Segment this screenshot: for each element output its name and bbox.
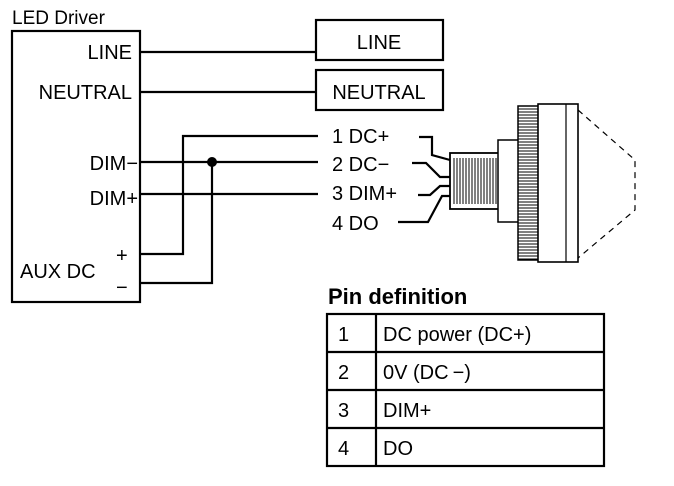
wire-dim-minus-to-aux-minus	[140, 162, 214, 285]
pin1-label: 1 DC+	[332, 126, 389, 148]
pin-table-num: 2	[338, 362, 349, 384]
wire-junction-dot	[207, 157, 217, 167]
line-supply-box	[314, 18, 445, 62]
neutral-supply-box	[314, 68, 445, 112]
driver-box	[10, 29, 142, 304]
terminal-dim-minus-label: DIM−	[90, 153, 138, 175]
neutral-supply-label: NEUTRAL	[332, 82, 425, 104]
pin-table-def: 0V (DC −)	[383, 362, 471, 384]
pin3-label: 3 DIM+	[332, 183, 397, 205]
pin-table-def: DO	[383, 438, 413, 460]
terminal-aux-plus-label: +	[116, 245, 128, 267]
pin-labels: 1 DC+ 2 DC− 3 DIM+ 4 DO	[332, 126, 397, 235]
terminal-dim-plus-label: DIM+	[90, 188, 138, 210]
terminal-neutral-label: NEUTRAL	[39, 82, 132, 104]
pin4-label: 4 DO	[332, 213, 379, 235]
pin-leads	[398, 135, 452, 224]
led-driver: LED Driver LINE NEUTRAL DIM− DIM+ AUX DC…	[10, 8, 142, 304]
pin-table-def: DIM+	[383, 400, 431, 422]
pin-table-num: 3	[338, 400, 349, 422]
device-ring-1	[497, 139, 521, 223]
pin1-lead	[419, 135, 451, 162]
terminal-line-label: LINE	[88, 42, 132, 64]
pin4-lead	[398, 194, 452, 224]
pin-table-num: 1	[338, 324, 349, 346]
terminal-aux-minus-label: −	[116, 277, 128, 299]
lens-outline	[577, 109, 636, 259]
driver-title: LED Driver	[12, 8, 106, 29]
connector-thread	[453, 158, 497, 204]
pin-definition-table: Pin definition 1 DC power (DC+) 2 0V (DC…	[325, 284, 606, 468]
pin-table-title: Pin definition	[328, 284, 467, 309]
pin3-lead	[418, 184, 450, 197]
pin-table-num: 4	[338, 438, 349, 460]
led-device	[449, 103, 636, 263]
supply: LINE NEUTRAL	[314, 18, 445, 112]
line-supply-label: LINE	[357, 32, 401, 54]
device-body	[537, 103, 579, 263]
pin2-label: 2 DC−	[332, 154, 389, 176]
device-knurled-ring	[517, 105, 541, 261]
terminal-aux-dc-label: AUX DC	[20, 261, 96, 283]
pin-table-def: DC power (DC+)	[383, 324, 531, 346]
wires	[140, 50, 318, 285]
pin2-lead	[412, 161, 450, 179]
